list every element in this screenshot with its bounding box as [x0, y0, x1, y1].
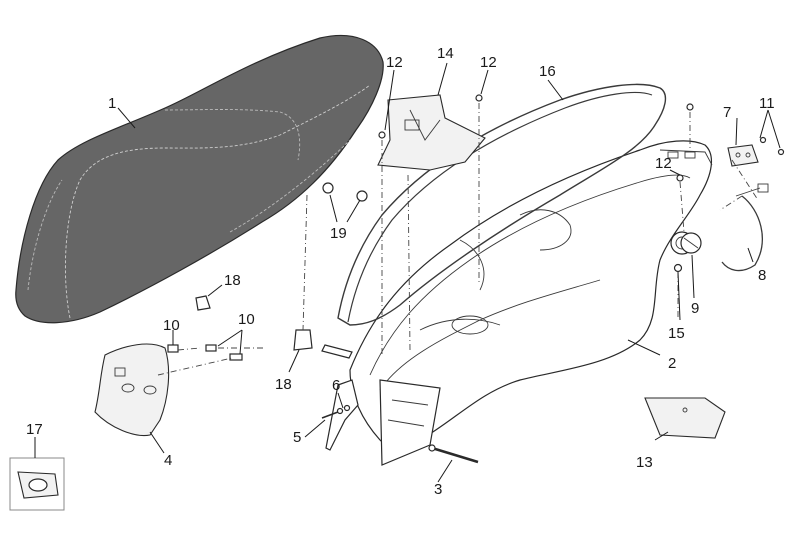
callout-18-top: 18	[224, 272, 241, 289]
storage-compartment-part	[325, 140, 713, 466]
bolt-parts	[167, 344, 243, 361]
rubber-pad-part	[644, 397, 726, 439]
assembly-axes	[157, 103, 759, 376]
callout-12-middle: 12	[480, 54, 497, 71]
callout-15: 15	[668, 325, 685, 342]
callout-18-bottom: 18	[275, 376, 292, 393]
latch-part	[727, 144, 759, 167]
grommet-parts	[195, 295, 313, 351]
callout-13: 13	[636, 454, 653, 471]
callout-1: 1	[108, 95, 116, 112]
callout-5: 5	[293, 429, 301, 446]
callout-12-left: 12	[386, 54, 403, 71]
callout-2: 2	[668, 355, 676, 372]
callout-6: 6	[332, 377, 340, 394]
leader-lines	[34, 62, 781, 483]
buffer-parts	[322, 182, 368, 202]
callout-17: 17	[26, 421, 43, 438]
callout-12-right: 12	[655, 155, 672, 172]
cable-part	[721, 183, 769, 272]
callout-10-left: 10	[163, 317, 180, 334]
callout-10-right: 10	[238, 311, 255, 328]
callout-labels: 1 2 3 4 5 6 7 8 9 10 10 11 12 12 12 13 1…	[26, 45, 775, 498]
callout-4: 4	[164, 452, 172, 469]
callout-9: 9	[691, 300, 699, 317]
bracket-part	[377, 94, 486, 171]
callout-19: 19	[330, 225, 347, 242]
screw-parts	[321, 344, 353, 419]
fastener-parts	[378, 94, 785, 273]
callout-3: 3	[434, 481, 442, 498]
callout-11: 11	[759, 95, 775, 112]
front-cover-part	[94, 343, 170, 437]
callout-8: 8	[758, 267, 766, 284]
callout-16: 16	[539, 63, 556, 80]
callout-7: 7	[723, 104, 731, 121]
callout-14: 14	[437, 45, 454, 62]
pin-part	[428, 444, 479, 464]
clip-part	[9, 457, 65, 511]
seat-part	[15, 34, 384, 324]
lock-part	[680, 232, 702, 254]
